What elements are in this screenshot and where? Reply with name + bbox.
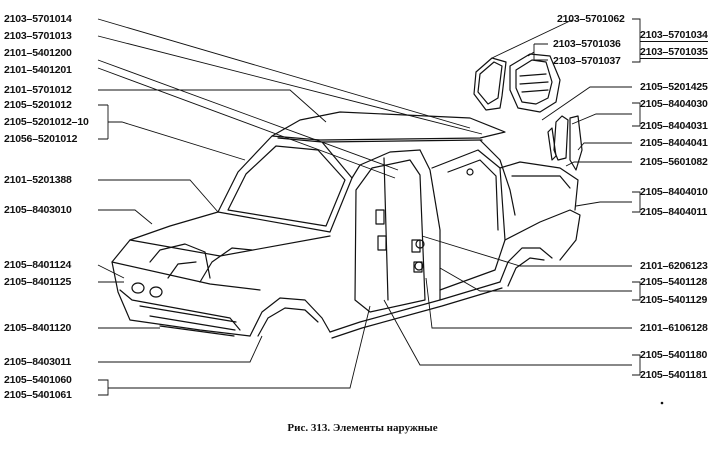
label-2105-5401180: 2105–5401180: [640, 349, 708, 361]
label-2103-5701062: 2103–5701062: [557, 13, 625, 25]
label-2103-5701037: 2103–5701037: [553, 55, 621, 67]
label-21056-5201012: 21056–5201012: [4, 133, 78, 145]
label-2105-8404011: 2105–8404011: [640, 206, 708, 218]
speck: [660, 401, 664, 405]
label-2103-5701013: 2103–5701013: [4, 30, 72, 42]
label-2105-8404031: 2105–8404031: [640, 120, 708, 132]
label-2103-5701014: 2103–5701014: [4, 13, 72, 25]
label-2101-6206123: 2101–6206123: [640, 260, 708, 272]
label-2105-5201012-10: 2105–5201012–10: [4, 116, 89, 128]
label-2105-8401125: 2105–8401125: [4, 276, 72, 288]
label-2103-5701036: 2103–5701036: [553, 38, 621, 50]
figure-caption: Рис. 313. Элементы наружные: [287, 422, 438, 434]
label-2105-8401120: 2105–8401120: [4, 322, 72, 334]
car-body: [111, 111, 581, 339]
label-2105-8404041: 2105–8404041: [640, 137, 708, 149]
label-2105-5601082: 2105–5601082: [640, 156, 708, 168]
label-2105-8404010: 2105–8404010: [640, 186, 708, 198]
label-2103-5701035: 2103–5701035: [640, 46, 708, 59]
leader-lines: [97, 18, 641, 396]
label-2105-5401129: 2105–5401129: [640, 294, 708, 306]
label-2105-5401061: 2105–5401061: [4, 389, 72, 401]
label-2103-5701034: 2103–5701034: [640, 29, 708, 42]
label-2101-5401201: 2101–5401201: [4, 64, 72, 76]
label-2101-5701012: 2101–5701012: [4, 84, 72, 96]
label-2105-5401181: 2105–5401181: [640, 369, 708, 381]
label-2101-5401200: 2101–5401200: [4, 47, 72, 59]
label-2105-8403010: 2105–8403010: [4, 204, 72, 216]
vent-grille-pair: [473, 53, 561, 113]
label-2105-5201425: 2105–5201425: [640, 81, 708, 93]
label-2105-5201012: 2105–5201012: [4, 99, 72, 111]
label-2105-8404030: 2105–8404030: [640, 98, 708, 110]
label-2101-6106128: 2101–6106128: [640, 322, 708, 334]
label-2105-8401124: 2105–8401124: [4, 259, 72, 271]
tail-lamp-parts: [547, 115, 583, 171]
label-2101-5201388: 2101–5201388: [4, 174, 72, 186]
label-2105-5401060: 2105–5401060: [4, 374, 72, 386]
label-2105-5401128: 2105–5401128: [640, 276, 708, 288]
label-2105-8403011: 2105–8403011: [4, 356, 72, 368]
